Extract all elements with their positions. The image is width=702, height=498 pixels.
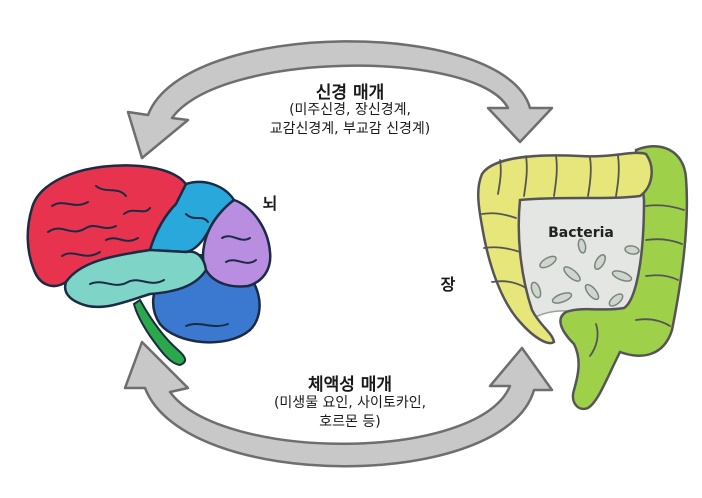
neural-pathway-detail-line1: (미주신경, 장신경계, — [200, 101, 500, 119]
brain-label: 뇌 — [250, 190, 290, 214]
gut-label: 장 — [428, 271, 468, 295]
neural-pathway-detail-line2: 교감신경계, 부교감 신경계) — [200, 120, 500, 138]
bacteria-label: Bacteria — [536, 225, 626, 241]
humoral-pathway-detail-line2: 호르몬 등) — [200, 413, 500, 431]
neural-pathway-title: 신경 매개 — [220, 78, 480, 103]
humoral-pathway-title: 체액성 매개 — [220, 370, 480, 395]
humoral-pathway-detail-line1: (미생물 요인, 사이토카인, — [200, 394, 500, 412]
brain-illustration — [28, 165, 271, 365]
